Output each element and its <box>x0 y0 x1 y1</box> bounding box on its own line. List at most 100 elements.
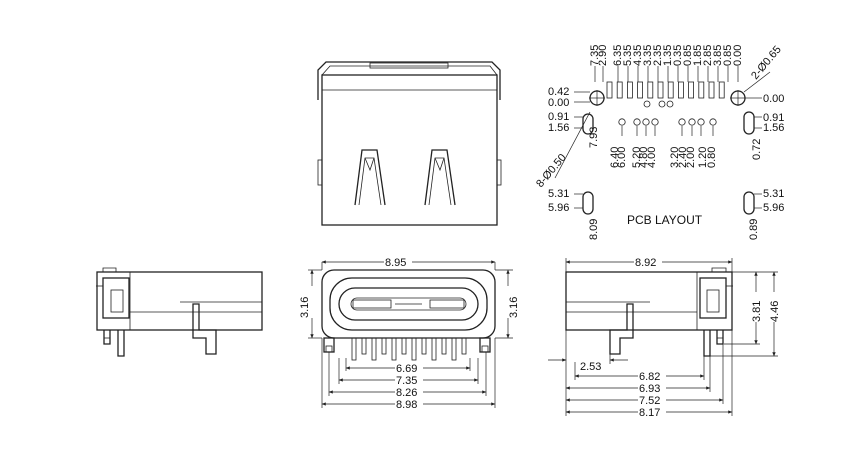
dim-6-93: 6.93 <box>639 383 660 395</box>
pcb-bottom-dim-label: 1.20 <box>697 147 709 168</box>
pcb-pad <box>667 81 674 99</box>
pcb-layout-label: PCB LAYOUT <box>627 213 703 227</box>
pcb-top-dim-label: 3.85 <box>712 45 724 66</box>
dim-7-52: 7.52 <box>639 395 660 407</box>
pcb-small-hole <box>618 118 626 126</box>
dim-2-53: 2.53 <box>580 361 601 373</box>
dim-8-09: 8.09 <box>588 219 600 240</box>
dim-0-72: 0.72 <box>751 139 763 160</box>
dim-8-92: 8.92 <box>635 257 656 269</box>
front-pin <box>361 337 367 355</box>
dim-0-91-left: 0.91 <box>548 111 569 123</box>
dim-5-96-right: 5.96 <box>763 202 784 214</box>
pcb-top-dim-label: 0.00 <box>732 45 744 66</box>
pcb-pad <box>688 81 694 99</box>
dim-6-82: 6.82 <box>639 371 660 383</box>
dim-3-16-right: 3.16 <box>508 297 520 318</box>
front-pin <box>411 337 417 361</box>
dim-5-31-right: 5.31 <box>763 188 784 200</box>
pcb-bottom-dim-label: 2.00 <box>685 147 697 168</box>
dim-3-81: 3.81 <box>751 301 763 322</box>
dim-4-46: 4.46 <box>769 301 781 322</box>
pcb-pad <box>698 81 705 99</box>
pcb-small-holes <box>618 100 717 136</box>
front-pin <box>431 337 437 361</box>
front-pin <box>421 337 427 355</box>
pcb-bottom-dim-label: 5.20 <box>631 147 643 168</box>
dim-0-42: 0.42 <box>548 86 569 98</box>
dim-8-98: 8.98 <box>396 399 417 411</box>
pcb-bottom-dim-label: 0.80 <box>706 147 718 168</box>
pcb-top-dim-label: 0.85 <box>722 45 734 66</box>
top-view <box>317 61 502 226</box>
dim-8-17: 8.17 <box>639 407 660 419</box>
pcb-top-dim-label: 7.35 <box>589 45 601 66</box>
pcb-slot-lower-left <box>582 191 594 215</box>
right-side-view: 8.92 3.81 4.46 2.53 6.82 6.93 7.52 <box>548 257 781 419</box>
pcb-small-hole <box>709 118 717 126</box>
callout-8-holes: 8-Ø0.50 <box>534 152 569 190</box>
dim-0-89: 0.89 <box>748 219 760 240</box>
pcb-slot-upper-right <box>743 111 755 135</box>
pcb-top-dim-label: 0.35 <box>672 45 684 66</box>
dim-0-00-left: 0.00 <box>548 97 569 109</box>
pcb-bottom-dim-label: 2.40 <box>677 147 689 168</box>
front-pin <box>451 337 457 361</box>
pcb-top-dim-label: 0.85 <box>682 45 694 66</box>
pcb-top-dim-label: 2.90 <box>597 45 609 66</box>
pcb-pad <box>657 81 664 99</box>
pcb-small-hole <box>633 118 641 126</box>
front-pin <box>371 337 377 361</box>
pcb-small-hole <box>658 100 666 108</box>
dim-8-95: 8.95 <box>385 257 406 269</box>
pcb-top-dim-label: 1.85 <box>692 45 704 66</box>
pcb-top-dim-label: 2.35 <box>652 45 664 66</box>
front-pin <box>401 337 407 355</box>
pcb-bottom-dim-label: 3.20 <box>669 147 681 168</box>
pcb-pad <box>647 81 654 99</box>
pcb-top-dim-label: 5.35 <box>622 45 634 66</box>
front-pin <box>441 337 447 355</box>
pcb-small-hole <box>688 118 696 126</box>
pcb-small-hole <box>697 118 705 126</box>
pcb-bottom-dim-label: 6.40 <box>609 147 621 168</box>
pcb-top-dim-label: 1.35 <box>662 45 674 66</box>
pcb-top-dim-label: 2.85 <box>702 45 714 66</box>
dim-7-35: 7.35 <box>396 375 417 387</box>
pcb-slot-upper-left <box>582 113 594 135</box>
callout-2-holes: 2-Ø0.65 <box>749 44 784 82</box>
dim-5-31-left: 5.31 <box>548 188 569 200</box>
dim-7-93: 7.93 <box>588 127 600 148</box>
front-pin <box>461 337 467 355</box>
front-view: 8.95 3.16 3.16 6.69 7.35 8.26 8.98 <box>299 257 520 411</box>
pcb-pad <box>718 81 725 99</box>
pcb-top-dim-label: 3.35 <box>642 45 654 66</box>
pcb-small-hole <box>678 118 686 126</box>
pcb-top-dim-label: 4.35 <box>632 45 644 66</box>
pcb-pads <box>606 81 725 99</box>
pcb-pad <box>616 81 623 99</box>
dim-1-56-right: 1.56 <box>763 122 784 134</box>
left-side-view <box>96 267 263 357</box>
dim-6-69: 6.69 <box>396 363 417 375</box>
front-pin <box>381 337 387 355</box>
dim-0-91-right: 0.91 <box>763 112 784 124</box>
pcb-small-hole <box>642 118 650 126</box>
pcb-bottom-dim-label: 4.00 <box>646 147 658 168</box>
dim-5-96-left: 5.96 <box>548 202 569 214</box>
dim-3-16-left: 3.16 <box>299 297 311 318</box>
pcb-small-hole <box>666 100 674 108</box>
pcb-bottom-dim-label: 6.00 <box>616 147 628 168</box>
pcb-top-dim-label: 6.35 <box>612 45 624 66</box>
pcb-pad <box>708 81 715 99</box>
dim-0-00-right: 0.00 <box>763 93 784 105</box>
pcb-slot-lower-right <box>743 191 755 215</box>
dim-1-56-left: 1.56 <box>548 122 569 134</box>
pcb-small-hole <box>651 118 659 126</box>
pcb-layout: 0.42 0.00 0.91 1.56 0.00 0.91 1.56 7.93 … <box>534 44 784 240</box>
pcb-pad <box>637 81 643 99</box>
pcb-bottom-dim-label: 4.80 <box>638 147 650 168</box>
